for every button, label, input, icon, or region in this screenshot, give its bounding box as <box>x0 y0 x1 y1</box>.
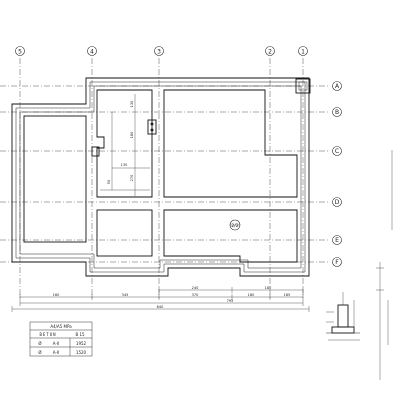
room-lower-middle <box>96 209 153 257</box>
axis-bubble-2: 2 <box>265 46 275 56</box>
room-left <box>23 115 87 243</box>
dim-row1-0: 240 <box>192 286 199 290</box>
column-block <box>147 119 157 135</box>
column-dot-top <box>150 122 154 126</box>
axis-bubble-3: 3 <box>154 46 164 56</box>
axis-label-B: B <box>335 109 339 116</box>
dim-row3-0: 795 <box>227 299 234 303</box>
axis-label-E: E <box>335 237 339 244</box>
foundation-walls <box>11 77 311 277</box>
table-row3-symbol: Ø <box>38 350 41 355</box>
footing-stem <box>337 304 349 328</box>
right-side-annotations <box>376 150 393 380</box>
dim-row2-2: 370 <box>192 293 199 297</box>
table-header: A4/A5 MPa <box>50 324 72 329</box>
wall-niche <box>91 146 100 157</box>
horizontal-axis-bubbles: A B C D E F <box>332 81 342 267</box>
table-row3-value: 1520 <box>76 350 87 355</box>
materials-table: A4/A5 MPa BETON B 15 Ø A-II 1952 Ø A-II … <box>29 321 93 357</box>
axis-label-F: F <box>335 259 339 266</box>
column-dot-bottom <box>150 128 154 132</box>
room-lower-right <box>163 209 298 263</box>
axis-bubble-5: 5 <box>15 46 25 56</box>
outer-wall-inner-line-2 <box>19 85 302 269</box>
axis-bubble-F: F <box>332 257 342 267</box>
room-upper-middle <box>96 89 153 198</box>
axis-label-A: A <box>335 83 340 90</box>
axis-bubble-1: 1 <box>298 46 308 56</box>
axis-bubble-B: B <box>332 107 342 117</box>
axis-bubble-4: 4 <box>87 46 97 56</box>
corner-pier-inner <box>298 81 308 91</box>
axis-bubble-A: A <box>332 81 342 91</box>
vertical-axis-bubbles: 5 4 3 2 1 <box>15 46 308 56</box>
outer-wall-inner-line <box>15 81 306 273</box>
axis-label-1: 1 <box>301 49 305 56</box>
table-row1-value: B 15 <box>75 332 85 337</box>
interior-dim-4: 270 <box>130 175 134 182</box>
dim-row2-3: 180 <box>248 293 255 297</box>
footing-section-detail <box>326 292 360 341</box>
axis-bubble-E: E <box>332 235 342 245</box>
axis-bubble-C: C <box>332 146 342 156</box>
axis-label-C: C <box>335 148 339 155</box>
table-row2-symbol: Ø <box>38 341 41 346</box>
axis-label-D: D <box>335 199 340 206</box>
axis-bubble-D: D <box>332 197 342 207</box>
room-upper-right <box>163 89 298 198</box>
horizontal-axis-lines <box>0 85 330 263</box>
section-marker: 2/2 <box>229 219 241 231</box>
dim-row4-0: 840 <box>157 305 164 309</box>
dim-row1-1: 180 <box>265 286 272 290</box>
bottom-dimensions: 240 180 160 345 370 180 185 795 840 <box>11 286 310 312</box>
corner-pier <box>295 78 311 94</box>
table-row3-grade: A-II <box>53 350 59 355</box>
interior-dim-1: 180 <box>130 132 134 139</box>
section-label: 2/2 <box>231 223 238 229</box>
axis-label-4: 4 <box>90 49 94 56</box>
axis-label-2: 2 <box>268 49 272 56</box>
interior-dim-2: 130 <box>121 163 128 167</box>
interior-dim-0: 130 <box>130 101 134 108</box>
axis-label-5: 5 <box>18 49 22 56</box>
table-row2-value: 1952 <box>76 341 87 346</box>
dim-row2-1: 345 <box>122 293 129 297</box>
table-row1-label: BETON <box>39 332 56 337</box>
outer-wall-outline <box>11 77 310 277</box>
interior-dim-3: 50 <box>107 180 111 184</box>
dim-row2-4: 185 <box>284 293 291 297</box>
vertical-axis-lines <box>19 58 304 300</box>
footing-base <box>331 326 355 334</box>
axis-label-3: 3 <box>157 49 161 56</box>
interior-dimensions: 130 180 130 50 270 <box>100 94 150 196</box>
table-row2-grade: A-II <box>53 341 59 346</box>
dim-row2-0: 160 <box>53 293 60 297</box>
